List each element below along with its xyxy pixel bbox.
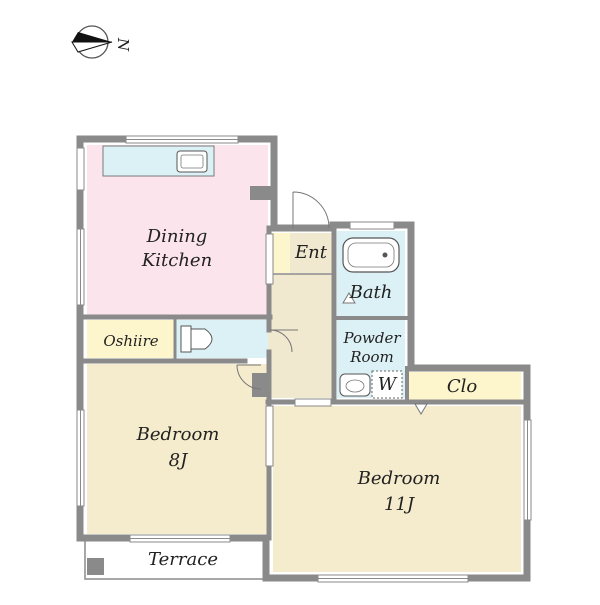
compass-needle-upper [72, 32, 112, 42]
compass-needle-lower [71, 41, 113, 53]
bath-door-marker [342, 292, 356, 304]
terrace-post [87, 558, 104, 575]
toilet-door[interactable] [269, 329, 298, 353]
entrance-label: Ent [294, 242, 328, 263]
closet-label: Clo [447, 376, 478, 397]
closet-door-marker [414, 403, 428, 415]
windows [76, 135, 532, 583]
oshiire-label: Oshiire [103, 332, 158, 350]
bathtub-drain [382, 252, 388, 258]
opening-bedroom-partition [265, 405, 274, 467]
exterior-wall [76, 135, 531, 582]
room-floors [84, 145, 521, 580]
shoe-cabinet [270, 233, 290, 273]
toilet-tank [180, 325, 192, 353]
washer-label: W [378, 374, 398, 395]
entrance-floor [290, 233, 332, 273]
bathtub-inner [347, 242, 395, 268]
bedroom-8-floor [87, 364, 268, 534]
dining-kitchen-label-2: Kitchen [141, 250, 212, 271]
window-kitchen-left-small [76, 147, 85, 191]
kitchen-pillar [250, 186, 272, 200]
kitchen-sink-basin [180, 154, 204, 169]
doors [236, 191, 428, 415]
bedroom-11-floor [273, 406, 521, 572]
washbasin [339, 373, 371, 397]
bedroom-8-label-2: 8J [169, 450, 189, 471]
north-arrow-icon: N [71, 25, 132, 59]
room-labels: Dining Kitchen Ent Bath Powder Room W Os… [103, 226, 477, 570]
opening-kitchen-hall [265, 233, 274, 285]
powder-room-label-1: Powder [342, 329, 401, 347]
terrace-label: Terrace [148, 549, 218, 570]
window-bath-top [349, 221, 395, 230]
terrace-floor [84, 538, 267, 580]
washbasin-bowl [345, 379, 365, 393]
bathtub [342, 237, 400, 273]
walls [76, 135, 531, 582]
bedroom-11-label-2: 11J [384, 494, 416, 515]
powder-room-label-2: Room [349, 348, 394, 366]
hall-floor [268, 274, 332, 398]
bedroom8-door[interactable] [236, 364, 262, 390]
kitchen-sink [176, 150, 208, 173]
bedroom-11-label-1: Bedroom [357, 468, 441, 489]
dining-kitchen-label-1: Dining [146, 226, 208, 247]
entrance-door[interactable] [292, 191, 330, 229]
bedroom-8-label-1: Bedroom [136, 424, 220, 445]
toilet-bowl [190, 328, 213, 350]
closet-floor [408, 372, 521, 400]
oshiire-floor [87, 320, 174, 358]
compass-label: N [114, 37, 132, 52]
bath-label: Bath [349, 282, 393, 303]
hall-pillar [252, 373, 270, 397]
opening-hall-bedroom11 [294, 398, 332, 407]
washer-space [371, 370, 403, 399]
